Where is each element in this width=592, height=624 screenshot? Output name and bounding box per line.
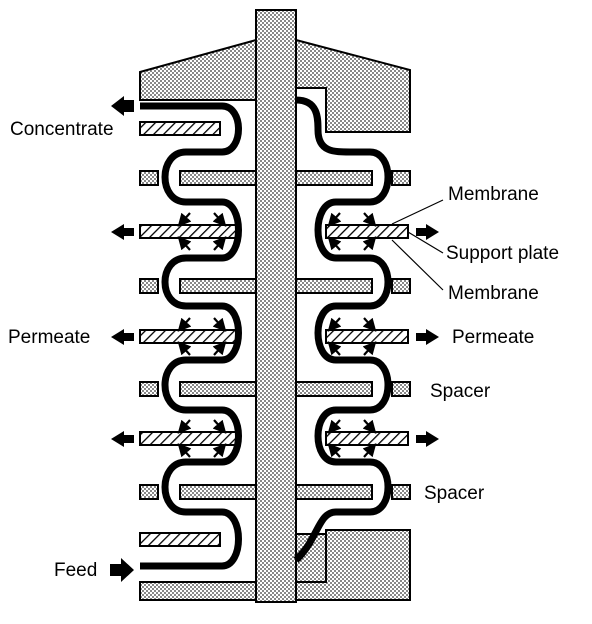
support-plate [139,121,221,136]
support-plate-label: Support plate [446,243,560,264]
flow-arrow [212,419,227,434]
spacer [391,170,411,186]
permeate-outlet-arrow-left [111,224,134,240]
permeate-label-right: Permeate [452,327,535,348]
support-plate [325,329,409,344]
support-plate [139,329,239,344]
flow-arrow [362,317,377,332]
flow-arrow [177,317,192,332]
support-plate [325,224,409,239]
flow-arrow [327,443,342,458]
flow-arrow [327,341,342,356]
permeate-outlet-arrow-right [416,431,439,447]
flow-arrow [177,212,192,227]
permeate-flow-arrows [177,212,377,458]
spacer [391,278,411,294]
feed-label: Feed [54,560,98,581]
flow-arrow [212,317,227,332]
flow-arrow [212,341,227,356]
spacer [295,278,373,294]
permeate-label-left: Permeate [8,327,91,348]
spacer [295,170,373,186]
flow-arrow [362,212,377,227]
top-end-plate-right [295,38,411,133]
flow-arrow [177,443,192,458]
spacer [295,484,373,500]
membrane-channel-right [293,96,392,563]
flow-arrow [177,341,192,356]
flow-arrow [362,341,377,356]
spacer [139,170,159,186]
spacer [139,278,159,294]
support-plate [139,532,221,547]
port-arrows [110,96,439,582]
flow-arrow [327,317,342,332]
support-plate [139,431,239,446]
permeate-outlet-arrow-left [111,329,134,345]
permeate-outlet-arrow-left [111,431,134,447]
spacer [391,484,411,500]
membrane-label-top: Membrane [448,184,539,205]
spacer [179,381,257,397]
leader-line [391,199,444,225]
flow-arrow [212,212,227,227]
spacer [179,484,257,500]
permeate-outlet-arrow-right [416,329,439,345]
spacer [139,381,159,397]
feed-inlet-arrow [110,558,134,582]
concentrate-label: Concentrate [10,119,114,140]
concentrate-outlet-arrow [111,96,134,116]
flow-arrow [362,419,377,434]
support-plate [139,224,239,239]
flow-arrow [362,236,377,251]
spacer [179,170,257,186]
leader-line [407,231,444,254]
flow-arrow [177,419,192,434]
flow-arrow [177,236,192,251]
support-plate [325,431,409,446]
membrane-label-bottom: Membrane [448,283,539,304]
central-tie-rod [255,9,297,603]
top-end-plate [139,38,257,101]
spacers [139,170,411,500]
spacer [139,484,159,500]
flow-arrow [327,236,342,251]
spacer [391,381,411,397]
spacer [295,381,373,397]
spacer [179,278,257,294]
spacer-label-bottom: Spacer [424,483,485,504]
flow-arrow [362,443,377,458]
leader-line [391,239,444,291]
flow-arrow [327,419,342,434]
membrane-channel-left [140,102,242,570]
flow-arrow [327,212,342,227]
spacer-label-top: Spacer [430,381,491,402]
flow-arrow [212,443,227,458]
flow-arrow [212,236,227,251]
leader-lines [391,199,444,291]
bottom-end-plate [139,529,411,601]
permeate-outlet-arrow-right [416,224,439,240]
